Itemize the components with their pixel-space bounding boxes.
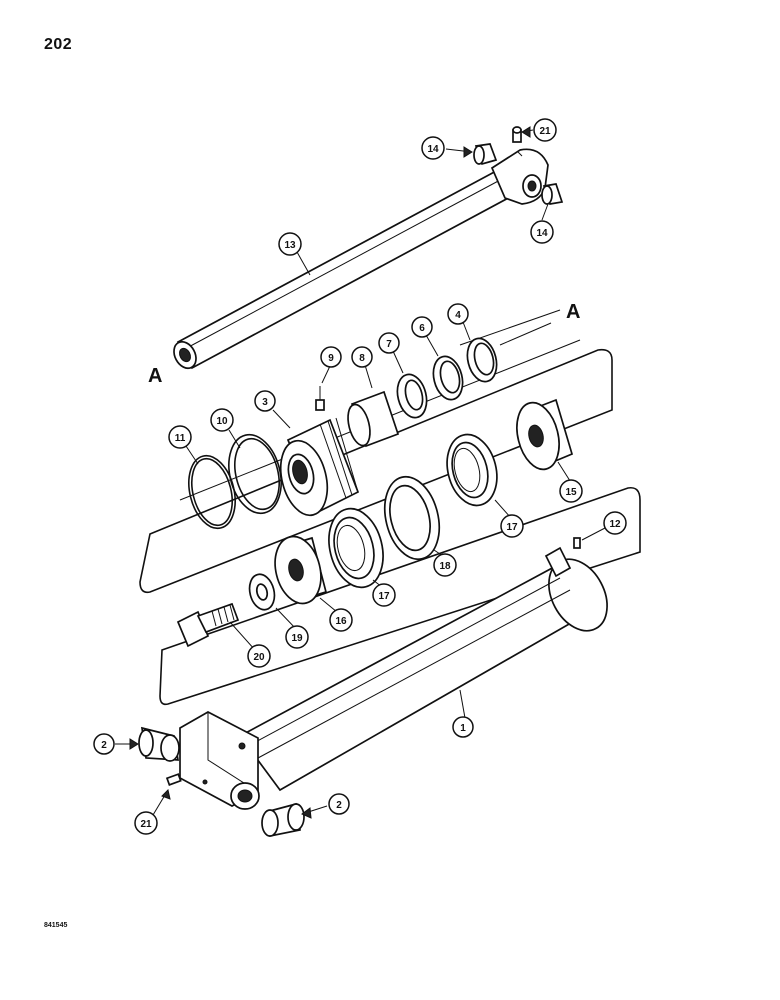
callout-16: 16 <box>329 608 353 632</box>
bushing-2-lower <box>261 802 305 838</box>
seal-17-upper <box>446 433 498 507</box>
svg-text:1: 1 <box>460 723 466 734</box>
svg-text:14: 14 <box>427 144 439 155</box>
callout-14-lower: 14 <box>530 220 554 244</box>
callout-3: 3 <box>254 390 276 412</box>
piston-rod <box>173 148 549 370</box>
callout-19: 19 <box>285 625 309 649</box>
callout-13: 13 <box>278 232 302 256</box>
kit-panel-upper <box>139 348 613 594</box>
cylinder-barrel <box>179 546 608 810</box>
svg-text:19: 19 <box>291 633 303 644</box>
svg-text:21: 21 <box>140 819 152 830</box>
setscrew-9 <box>315 386 325 411</box>
svg-text:17: 17 <box>506 522 518 533</box>
callout-10: 10 <box>210 408 234 432</box>
piston-16 <box>274 535 328 605</box>
reference-letter-a-right: A <box>566 301 580 323</box>
fitting-12 <box>573 537 581 549</box>
callout-7: 7 <box>378 332 400 354</box>
callout-12: 12 <box>603 511 627 535</box>
svg-text:18: 18 <box>439 561 451 572</box>
svg-text:14: 14 <box>536 228 548 239</box>
callout-4: 4 <box>447 303 469 325</box>
bushing-2-upper <box>138 726 180 762</box>
callout-2-upper: 2 <box>93 733 115 755</box>
svg-text:10: 10 <box>216 416 228 427</box>
callout-6: 6 <box>411 316 433 338</box>
bolt-20 <box>176 602 240 648</box>
svg-text:11: 11 <box>175 433 186 444</box>
bushing-top <box>473 143 498 166</box>
gland-3 <box>279 417 360 517</box>
callout-8: 8 <box>351 346 373 368</box>
reference-letter-a-left: A <box>148 365 162 387</box>
svg-text:21: 21 <box>539 126 551 137</box>
callout-18: 18 <box>433 553 457 577</box>
callout-17-lower: 17 <box>372 583 396 607</box>
leader-arrows <box>129 126 531 819</box>
piston-15 <box>516 398 574 471</box>
svg-text:16: 16 <box>335 616 347 627</box>
svg-text:2: 2 <box>101 740 107 751</box>
o-ring-11 <box>188 454 236 530</box>
seal-18 <box>383 475 441 561</box>
svg-text:7: 7 <box>386 339 392 350</box>
svg-text:20: 20 <box>253 652 265 663</box>
callout-11: 11 <box>168 425 192 449</box>
bushing-8 <box>347 390 400 448</box>
svg-text:6: 6 <box>419 323 425 334</box>
svg-text:9: 9 <box>328 353 334 364</box>
kit-panel-lower <box>159 486 641 706</box>
grease-fitting-bottom <box>165 773 182 786</box>
callout-14-upper: 14 <box>421 136 445 160</box>
svg-text:12: 12 <box>609 519 621 530</box>
callout-15: 15 <box>559 479 583 503</box>
callout-20: 20 <box>247 644 271 668</box>
bushing-eye <box>541 183 564 205</box>
page-number: 202 <box>44 36 73 53</box>
seal-17-lower <box>328 507 384 589</box>
callout-17-upper: 17 <box>500 514 524 538</box>
svg-text:17: 17 <box>378 591 390 602</box>
grease-fitting-top <box>512 126 522 143</box>
svg-text:13: 13 <box>284 240 296 251</box>
callout-9: 9 <box>320 346 342 368</box>
svg-text:8: 8 <box>359 353 365 364</box>
figure-code: 841545 <box>44 922 68 929</box>
callout-1: 1 <box>452 716 474 738</box>
svg-text:4: 4 <box>455 310 461 321</box>
callout-21-top: 21 <box>533 118 557 142</box>
callout-21-bottom: 21 <box>134 811 158 835</box>
svg-text:2: 2 <box>336 800 342 811</box>
callout-2-lower: 2 <box>328 793 350 815</box>
svg-text:15: 15 <box>565 487 577 498</box>
svg-text:3: 3 <box>262 397 268 408</box>
backup-ring-10 <box>228 433 282 515</box>
